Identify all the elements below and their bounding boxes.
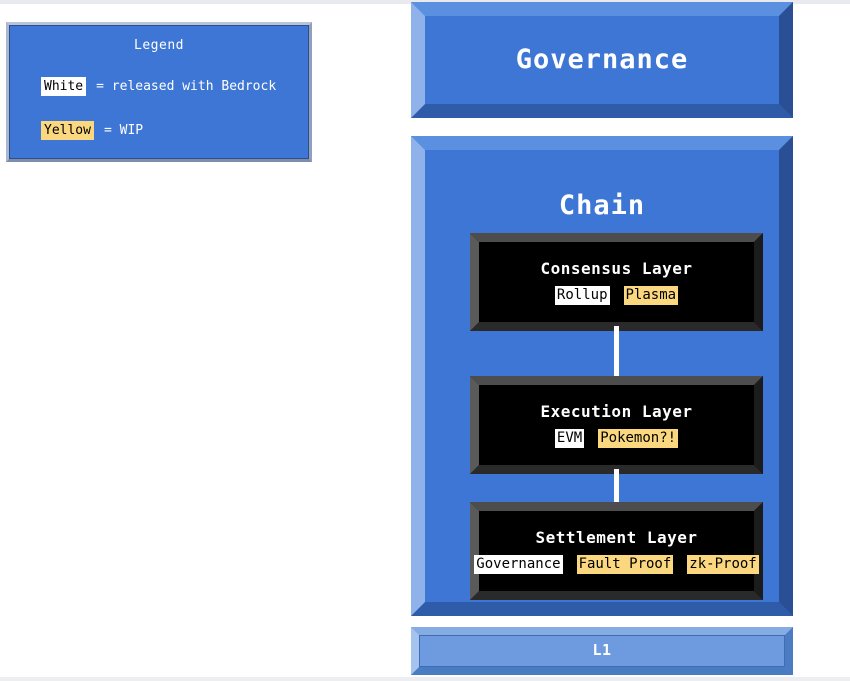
bevel-top-edge: [411, 136, 793, 150]
legend-description-yellow: = WIP: [103, 123, 144, 138]
bevel-top-edge: [470, 502, 763, 511]
bevel-left-edge: [470, 376, 479, 474]
chain-box: Chain Consensus Layer Rollup Plasma: [411, 136, 793, 616]
tag-pokemon: Pokemon?!: [598, 429, 679, 448]
bevel-left-edge: [470, 502, 479, 600]
bevel-left-edge: [411, 136, 425, 616]
bevel-left-edge: [411, 627, 419, 675]
l1-box-inner: [419, 635, 785, 667]
layer-content: Consensus Layer Rollup Plasma: [479, 242, 754, 322]
consensus-layer-box: Consensus Layer Rollup Plasma: [470, 233, 763, 331]
bevel-bottom-edge: [411, 667, 793, 675]
chain-title: Chain: [558, 190, 646, 221]
consensus-layer-title: Consensus Layer: [540, 259, 693, 278]
bevel-top-edge: [470, 233, 763, 242]
bevel-left-edge: [470, 233, 479, 331]
tag-zk-proof: zk-Proof: [687, 555, 759, 574]
bevel-top-edge: [411, 627, 793, 635]
chain-box-inner: Chain Consensus Layer Rollup Plasma: [425, 150, 779, 602]
legend-entry-yellow: Yellow = WIP: [41, 121, 143, 140]
bevel-right-edge: [779, 136, 793, 616]
tag-plasma: Plasma: [623, 286, 679, 305]
execution-layer-title: Execution Layer: [540, 402, 693, 421]
settlement-layer-title: Settlement Layer: [535, 528, 698, 547]
chain-box-bevel: [411, 136, 793, 616]
tag-evm: EVM: [554, 429, 585, 448]
consensus-layer-tags: Rollup Plasma: [554, 286, 679, 305]
settlement-layer-tags: Governance Fault Proof zk-Proof: [474, 555, 759, 574]
tag-rollup: Rollup: [554, 286, 610, 305]
tag-fault-proof: Fault Proof: [576, 555, 674, 574]
l1-title: L1: [592, 641, 612, 659]
bevel-right-edge: [785, 627, 793, 675]
execution-layer-tags: EVM Pokemon?!: [554, 429, 679, 448]
connector-consensus-to-execution: [614, 326, 619, 382]
bevel-top-edge: [470, 376, 763, 385]
governance-box-inner: [425, 16, 779, 104]
bevel-bottom-edge: [470, 591, 763, 600]
layer-bevel: [470, 502, 763, 600]
settlement-layer-box: Settlement Layer Governance Fault Proof …: [470, 502, 763, 600]
l1-box-bevel: [411, 627, 793, 675]
bevel-right-edge: [754, 376, 763, 474]
l1-box: L1: [411, 627, 793, 675]
governance-box-bevel: [411, 2, 793, 118]
layer-content: Execution Layer EVM Pokemon?!: [479, 385, 754, 465]
legend-title: Legend: [134, 38, 184, 53]
bevel-left-edge: [411, 2, 425, 118]
legend-entry-white: White = released with Bedrock: [41, 77, 276, 96]
page-bottom-edge: [0, 677, 850, 681]
bevel-right-edge: [754, 502, 763, 600]
connector-execution-to-settlement: [614, 469, 619, 508]
execution-layer-box: Execution Layer EVM Pokemon?!: [470, 376, 763, 474]
bevel-top-edge: [411, 2, 793, 16]
governance-title: Governance: [515, 44, 689, 75]
bevel-right-edge: [779, 2, 793, 118]
legend-description-white: = released with Bedrock: [96, 79, 277, 94]
bevel-bottom-edge: [411, 602, 793, 616]
bevel-right-edge: [754, 233, 763, 331]
governance-box: Governance: [411, 2, 793, 118]
legend-panel: Legend White = released with Bedrock Yel…: [6, 22, 312, 162]
tag-governance: Governance: [474, 555, 563, 574]
layer-content: Settlement Layer Governance Fault Proof …: [474, 511, 759, 591]
bevel-bottom-edge: [411, 104, 793, 118]
legend-chip-yellow: Yellow: [41, 121, 94, 140]
legend-chip-white: White: [41, 77, 87, 96]
